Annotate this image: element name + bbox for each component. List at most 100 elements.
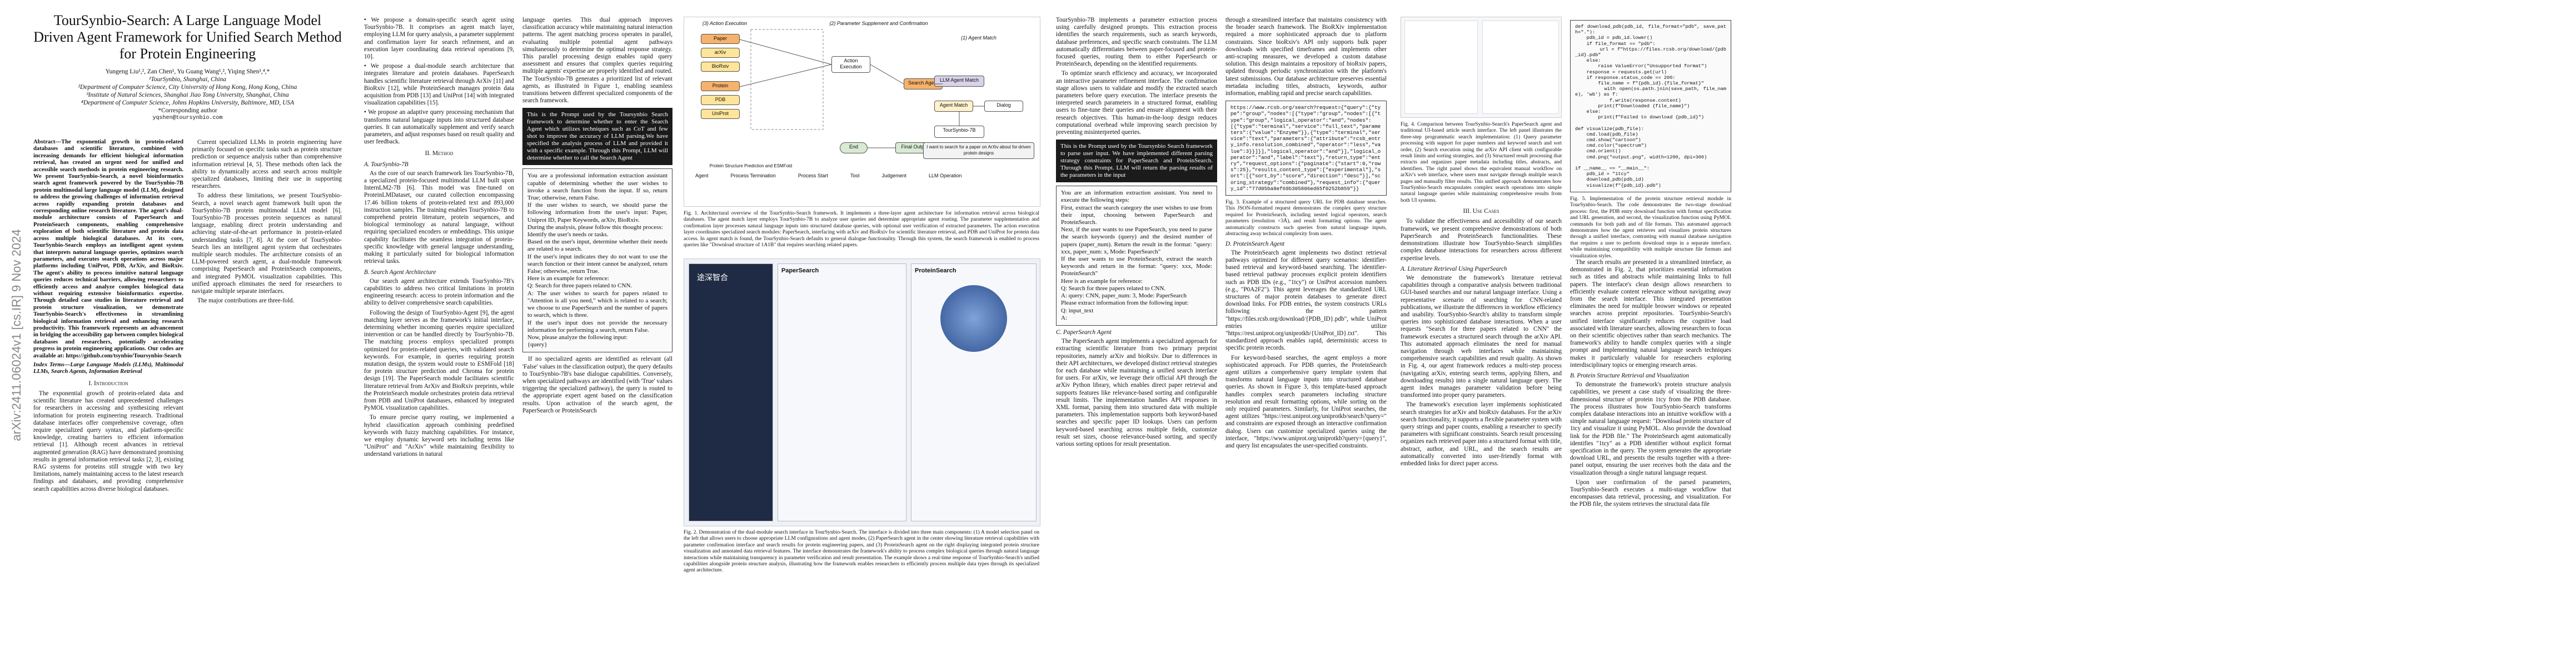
prompt-box-1: You are a professional information extra… xyxy=(522,168,672,353)
legend-termination: Process Termination xyxy=(730,173,776,178)
authors: Yungeng Liu¹,², Zan Chen¹, Yu Guang Wang… xyxy=(105,68,270,75)
page4-col-2: def download_pdb(pdb_id, file_format="pd… xyxy=(1570,17,1731,511)
prompt2-line-g: Q: Search for three papers related to CN… xyxy=(1061,285,1166,292)
figure-5-caption: Fig. 5. Implementation of the protein st… xyxy=(1570,195,1731,259)
fig1-legend: Agent Process Termination Process Start … xyxy=(695,173,1029,182)
fig1-node-biorxiv: BioRxiv xyxy=(701,62,740,72)
fig2-proteinsearch-panel: ProteinSearch xyxy=(911,263,1037,521)
page3-col-1: TourSynbio-7B implements a parameter ext… xyxy=(1056,17,1217,450)
contribution-3: • We propose an adaptive query processin… xyxy=(364,109,514,146)
page1-header: TourSynbio-Search: A Large Language Mode… xyxy=(33,12,342,122)
prompt1-line-e: Identify the user's needs or tasks. xyxy=(527,231,609,238)
prompt-box-1-header: This is the Prompt used by the Toursynbi… xyxy=(522,108,672,166)
fig1-node-protein: Protein xyxy=(701,81,740,91)
subsection-use-a: A. Literature Retrieval Using PaperSearc… xyxy=(1401,265,1507,272)
fig1-agent-match-label: (1) Agent Match xyxy=(961,35,996,41)
fig2-proteinsearch-title: ProteinSearch xyxy=(915,267,956,274)
figure-5-code: def download_pdb(pdb_id, file_format="pd… xyxy=(1570,20,1731,192)
affiliation-2: ²Department of Computer Science, City Un… xyxy=(78,84,297,91)
fig4-code-panel xyxy=(1404,21,1478,114)
fig1-sublabel: Protein Structure Prediction and ESMFold xyxy=(709,163,793,168)
page4-col-1: Fig. 4. Comparison between TourSynbio-Se… xyxy=(1401,17,1562,470)
section-use-cases: III. Use Cases xyxy=(1463,208,1499,215)
use-p3: The framework's execution layer implemen… xyxy=(1401,401,1562,467)
legend-llm: LLM Operation xyxy=(928,173,962,178)
fig4-web-panel xyxy=(1482,21,1559,114)
intro-p3: To address these limitations, we present… xyxy=(192,192,342,295)
fig1-node-toursynbio: TourSynbio-7B xyxy=(934,126,984,138)
fig1-param-label: (2) Parameter Supplement and Confirmatio… xyxy=(829,21,928,26)
fig2-papersearch-title: PaperSearch xyxy=(781,267,819,274)
prompt2-line-h: A: query: CNN, paper_num: 3, Mode: Paper… xyxy=(1061,292,1187,300)
prompt1-line-l: Now, please analyze the following input: xyxy=(527,334,628,341)
prompt2-line-e: If the user wants to use ProteinSearch, … xyxy=(1061,256,1212,277)
prompt2-line-d: Next, if the user wants to use PaperSear… xyxy=(1061,226,1212,255)
prompt1-line-h: Here is an example for reference: xyxy=(527,275,609,282)
prompt2-line-b: You are an information extraction assist… xyxy=(1061,190,1212,204)
figure-3-code: https://www.rcsb.org/search?request={"qu… xyxy=(1225,101,1387,196)
use-p5: Upon user confirmation of the parsed par… xyxy=(1570,479,1731,508)
affiliation-4: ⁴Department of Computer Science, Johns H… xyxy=(81,99,295,106)
corresponding: *Corresponding author xyxy=(158,107,217,114)
section-introduction: I. Introduction xyxy=(88,380,128,387)
use-p1: To validate the effectiveness and access… xyxy=(1401,218,1562,262)
fig1-node-uniprot: UniProt xyxy=(701,109,740,119)
figure-1-caption: Fig. 1. Architectural overview of the To… xyxy=(684,210,1039,248)
page-1: arXiv:2411.06024v1 [cs.IR] 9 Nov 2024 To… xyxy=(0,0,356,667)
contribution-1-text: We propose a domain-specific search agen… xyxy=(364,17,515,61)
email: yqshen@toursynbio.com xyxy=(152,115,223,121)
prompt2-line-k: A: xyxy=(1061,314,1067,321)
intro-p1: The exponential growth of protein-relate… xyxy=(33,390,183,492)
fig1-node-llm-match: LLM Agent Match xyxy=(934,76,984,87)
contribution-3-text: We propose an adaptive query processing … xyxy=(364,109,514,146)
prompt2-line-j: Q: input_text xyxy=(1061,307,1094,314)
fig1-node-paper: Paper xyxy=(701,34,740,44)
prompt1-line-g: If the user's input indicates they do no… xyxy=(527,253,667,275)
method-c-p1: The PaperSearch agent implements a speci… xyxy=(1056,338,1217,447)
prompt1-line-m: {query} xyxy=(527,341,547,349)
index-terms: Index Terms—Large Language Models (LLMs)… xyxy=(33,362,183,375)
fig1-node-arxiv: arXiv xyxy=(701,48,740,58)
page-3: TourSynbio-7B implements a parameter ext… xyxy=(1048,0,1392,667)
legend-agent: Agent xyxy=(695,173,709,178)
method-b-p1: Our search agent architecture extends To… xyxy=(364,277,514,307)
fig1-action-execution-label: (3) Action Execution xyxy=(702,21,748,26)
page-2: • We propose a domain-specific search ag… xyxy=(356,0,1048,667)
figure-4-caption: Fig. 4. Comparison between TourSynbio-Se… xyxy=(1401,121,1562,203)
contribution-2: • We propose a dual-module search archit… xyxy=(364,63,515,107)
page3-col-2: through a streamlined interface that mai… xyxy=(1225,17,1387,452)
abstract: Abstract—The exponential growth in prote… xyxy=(33,139,183,359)
subsection-use-b: B. Protein Structure Retrieval and Visua… xyxy=(1570,372,1689,379)
legend-tool: Tool xyxy=(850,173,860,178)
fig1-node-end: End xyxy=(840,142,868,153)
fig1-node-action-execution: Action Execution xyxy=(831,56,870,73)
fig2-protein-structure xyxy=(940,285,1007,352)
prompt1-line-c: If the user wishes to search, we should … xyxy=(527,202,667,223)
figure-4 xyxy=(1401,17,1562,118)
use-p4: To demonstrate the framework's protein s… xyxy=(1570,381,1731,476)
paper-title: TourSynbio-Search: A Large Language Mode… xyxy=(33,12,342,62)
subsection-b: B. Search Agent Architecture xyxy=(364,268,436,276)
intro-p2: Current specialized LLMs in protein engi… xyxy=(192,139,342,190)
arxiv-stamp: arXiv:2411.06024v1 [cs.IR] 9 Nov 2024 xyxy=(6,89,23,578)
method-b-p2: Following the design of TourSynbio-Agent… xyxy=(364,309,514,412)
legend-start: Process Start xyxy=(798,173,828,178)
prompt1-line-j: A: The user wishes to search for papers … xyxy=(527,290,667,319)
fig2-papersearch-panel: PaperSearch xyxy=(778,263,906,521)
method-b-p3: To ensure precise query routing, we impl… xyxy=(364,414,514,458)
col5-p1: through a streamlined interface that mai… xyxy=(1225,17,1387,97)
affiliation-3: ³Institute of Natural Sciences, Shanghai… xyxy=(86,92,289,98)
contrib-lead: The major contributions are three-fold. xyxy=(197,297,295,305)
prompt2-line-c: First, extract the search category the u… xyxy=(1061,204,1212,226)
figure-1: (3) Action Execution (2) Parameter Suppl… xyxy=(684,17,1040,207)
figure-2: 途深智合 PaperSearch ProteinSearch xyxy=(684,258,1040,526)
col4-p1: TourSynbio-7B implements a parameter ext… xyxy=(1056,17,1217,68)
prompt1-line-d: During the analysis, please follow this … xyxy=(527,223,663,231)
subsection-a: A. TourSynbio-7B xyxy=(364,161,408,168)
col2-top: language queries. This dual approach imp… xyxy=(522,17,672,104)
use-p2: We demonstrate the framework's literatur… xyxy=(1401,274,1562,399)
affiliation-1: ¹TourSynbio, Shanghai, China xyxy=(148,76,227,83)
prompt-box-2-header: This is the Prompt used by the Toursynbi… xyxy=(1056,140,1217,183)
prompt1-line-f: Based on the user's input, determine whe… xyxy=(527,238,667,253)
method-b-p4: If no specialized agents are identified … xyxy=(522,356,672,414)
